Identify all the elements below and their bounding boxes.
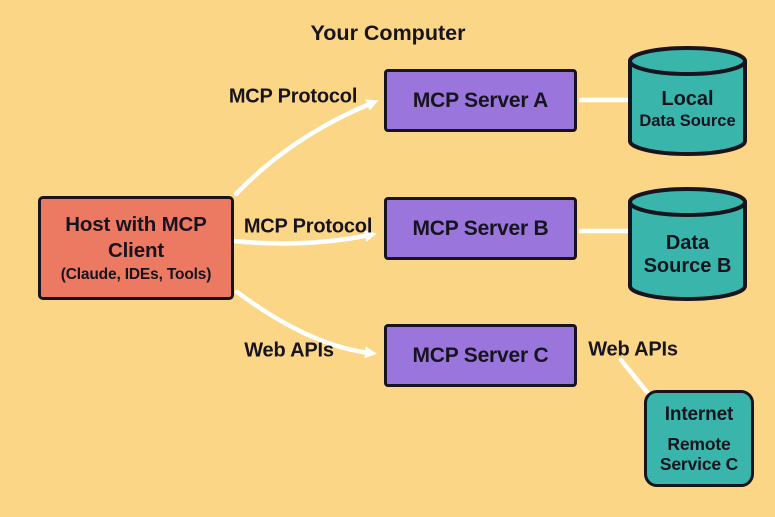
region-title: Your Computer (310, 21, 466, 45)
edge-label-mcp-protocol-b: MCP Protocol (243, 215, 373, 238)
local-data-source-line1: Local (661, 88, 714, 110)
edge-label-web-apis-remote: Web APIs (588, 338, 678, 361)
remote-service-line2: Remote (667, 434, 731, 454)
remote-service-name: Remote Service C (659, 434, 739, 475)
server-b-label: MCP Server B (412, 216, 549, 240)
host-node: Host with MCP Client (Claude, IDEs, Tool… (38, 196, 234, 300)
server-a-node: MCP Server A (384, 69, 577, 132)
local-data-source-line2: Data Source (639, 112, 736, 130)
server-c-node: MCP Server C (384, 324, 577, 387)
arrow-host-to-server-a (233, 99, 379, 197)
edge-label-web-apis-c: Web APIs (244, 339, 334, 362)
data-source-b-line1: Data (665, 232, 710, 254)
local-data-source-label: Local Data Source (630, 88, 745, 132)
remote-service-region: Internet (664, 404, 734, 425)
remote-service-line3: Service C (659, 453, 739, 474)
remote-service-node: Internet Remote Service C (644, 390, 754, 487)
local-data-source-cylinder (628, 46, 747, 156)
host-name: Host with MCP Client (65, 212, 207, 263)
arrow-host-to-server-b (231, 230, 377, 246)
edge-label-mcp-protocol-a: MCP Protocol (228, 85, 358, 108)
arrow-host-to-server-c (234, 289, 377, 359)
data-source-b-line2: Source B (643, 255, 732, 277)
line-server-c-to-remote-service (618, 357, 654, 400)
server-c-label: MCP Server C (412, 343, 549, 367)
data-source-b-cylinder (628, 187, 747, 301)
server-b-node: MCP Server B (384, 197, 577, 260)
server-a-label: MCP Server A (412, 88, 549, 112)
data-source-b-label: Data Source B (630, 232, 745, 278)
host-detail: (Claude, IDEs, Tools) (60, 265, 212, 283)
